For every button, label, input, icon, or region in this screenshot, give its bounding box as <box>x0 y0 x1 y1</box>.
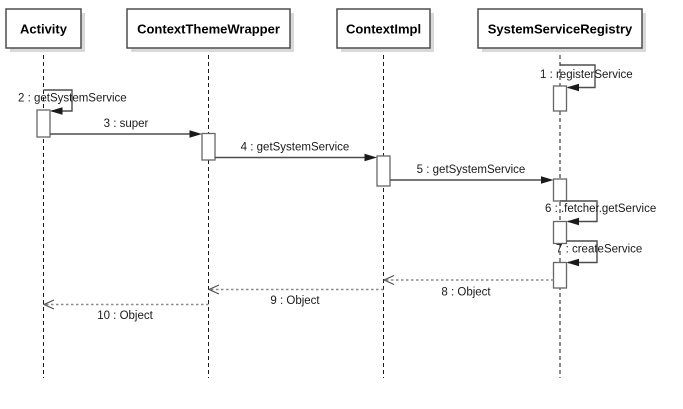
message-label: 10 : Object <box>97 310 153 322</box>
actor-contextimpl: ContextImpl <box>336 8 434 52</box>
activation-bar-ssr-1 <box>552 85 568 112</box>
message-10-return-object: 10 : Object <box>42 299 209 322</box>
arrowhead-solid-icon <box>364 153 377 162</box>
message-3-super: 3 : super <box>50 118 202 138</box>
arrowhead-solid-icon <box>566 83 579 92</box>
message-1-registerservice: 1 : registerService <box>540 64 633 92</box>
actor-label-contextthemewrapper: ContextThemeWrapper <box>137 22 280 37</box>
message-label: 8 : Object <box>441 287 491 299</box>
message-label: 3 : super <box>104 118 149 130</box>
arrowhead-solid-icon <box>50 107 63 115</box>
activation-bar-ssr-2 <box>552 178 568 202</box>
actor-label-contextimpl: ContextImpl <box>346 22 421 37</box>
message-label: 6 : .fetcher.getService <box>545 203 656 215</box>
actor-label-activity: Activity <box>20 22 68 37</box>
message-7-createservice: 7 : createService <box>556 240 642 267</box>
message-label: 5 : getSystemService <box>417 164 526 176</box>
message-8-return-object: 8 : Object <box>382 274 554 299</box>
activation-bar-ssr-3 <box>552 220 568 245</box>
message-line <box>560 64 596 89</box>
arrowhead-solid-icon <box>541 176 554 184</box>
activation-bar-activity <box>36 109 51 138</box>
actor-contextthemewrapper: ContextThemeWrapper <box>126 8 294 52</box>
arrowhead-open-icon <box>207 284 220 295</box>
arrowhead-open-icon <box>382 274 395 286</box>
message-6-fetcher-getservice: 6 : .fetcher.getService <box>545 200 656 226</box>
message-line <box>560 200 598 223</box>
actor-activity: Activity <box>5 8 85 52</box>
actor-label-systemserviceregistry: SystemServiceRegistry <box>488 22 633 37</box>
activation-bar-contextimpl <box>376 155 391 187</box>
actor-systemserviceregistry: SystemServiceRegistry <box>477 8 646 52</box>
message-9-return-object: 9 : Object <box>207 284 384 307</box>
actor-box <box>477 8 643 49</box>
message-label: 1 : registerService <box>540 69 633 81</box>
activation-bar-contextthemewrapper <box>201 132 216 161</box>
message-label: 4 : getSystemService <box>241 142 350 154</box>
message-label: 2 : getSystemService <box>18 93 127 105</box>
message-label: 7 : createService <box>556 244 642 256</box>
message-line <box>566 240 598 264</box>
actor-box <box>5 8 82 49</box>
actor-box <box>126 8 291 49</box>
arrowhead-solid-icon <box>189 130 202 138</box>
message-5-getsystemservice: 5 : getSystemService <box>390 164 554 184</box>
arrowhead-open-icon <box>42 299 55 310</box>
message-label: 9 : Object <box>270 295 320 307</box>
actor-box <box>336 8 431 49</box>
message-4-getsystemservice: 4 : getSystemService <box>215 142 377 162</box>
arrowhead-solid-icon <box>566 217 579 226</box>
activation-bar-ssr-4 <box>552 261 568 289</box>
arrowhead-solid-icon <box>566 258 579 267</box>
message-2-getsystemservice: 2 : getSystemService <box>18 89 127 115</box>
